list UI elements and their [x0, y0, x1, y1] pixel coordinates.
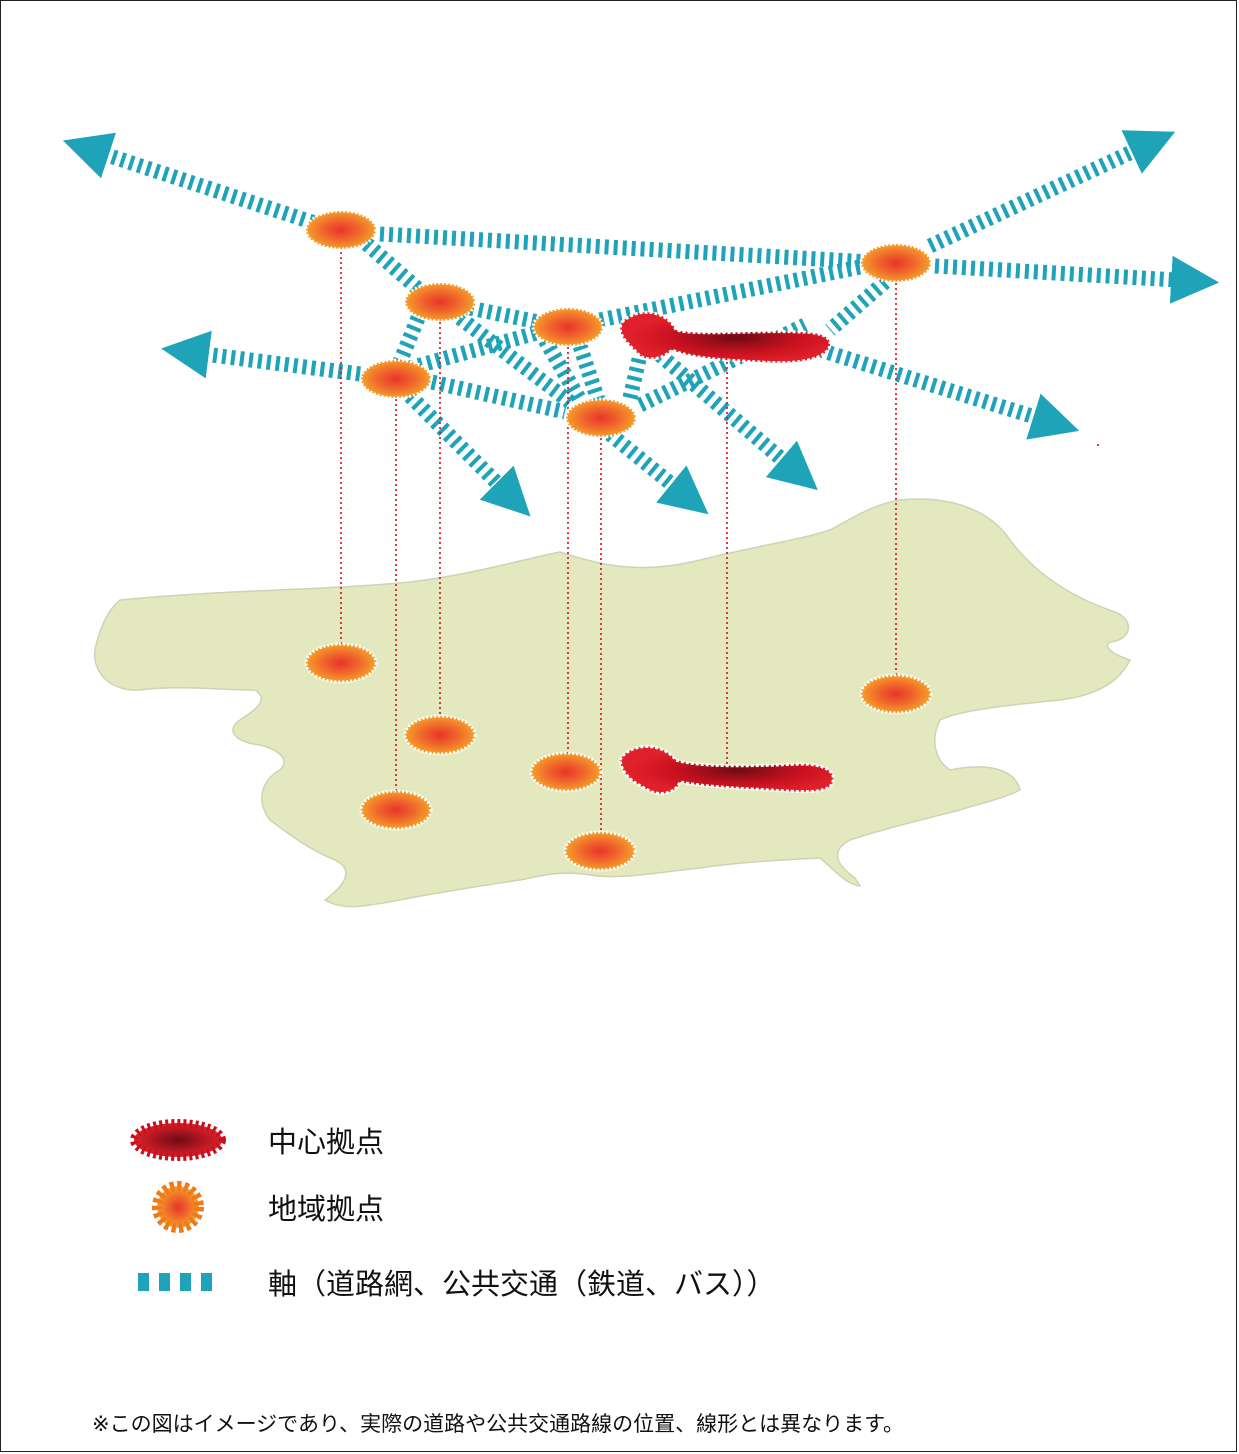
regional-hubs-map: [304, 642, 933, 872]
legend-central-hub-label: 中心拠点: [268, 1125, 385, 1159]
axis-line: [468, 300, 540, 330]
axis-line: [636, 318, 809, 412]
axis-line: [655, 349, 818, 491]
axis-network: [62, 130, 1220, 517]
legend-regional-hub: 地域拠点: [128, 1177, 384, 1237]
axis-line: [598, 258, 867, 328]
regional-hub: [859, 242, 933, 284]
axis-line: [393, 315, 425, 365]
legend-regional-hub-label: 地域拠点: [268, 1192, 385, 1226]
regional-hub: [359, 358, 433, 400]
axis-line: [934, 255, 1220, 304]
axis-line: [817, 342, 1080, 440]
map-landmass: [94, 498, 1132, 908]
regional-hub: [859, 673, 933, 715]
regional-hub: [304, 209, 378, 251]
axis-line: [605, 428, 709, 515]
regional-hub: [564, 397, 638, 439]
central-hub-lower: [618, 745, 835, 796]
regional-hubs-upper: [304, 209, 933, 439]
disclaimer-note: ※この図はイメージであり、実際の道路や公共交通路線の位置、線形とは異なります。: [92, 1412, 905, 1436]
axis-icon: [128, 1252, 238, 1312]
axis-line: [355, 232, 430, 301]
regional-hub: [403, 714, 477, 756]
axis-line: [379, 226, 871, 270]
axis-line: [538, 336, 587, 404]
regional-hub-icon: [128, 1177, 238, 1237]
axis-line: [62, 132, 333, 236]
regional-hub: [359, 789, 433, 831]
axis-line: [926, 130, 1176, 253]
legend-central-hub: 中心拠点: [128, 1110, 384, 1170]
axis-line: [622, 353, 648, 400]
axis-line: [825, 276, 890, 336]
axis-line: [161, 330, 361, 382]
regional-hub: [563, 830, 637, 872]
regional-hub: [304, 642, 378, 684]
regional-hub: [403, 281, 477, 323]
central-hub-icon: [128, 1110, 238, 1170]
legend-axis: 軸（道路網、公共交通（鉄道、バス））: [128, 1252, 776, 1312]
axis-line: [404, 390, 531, 517]
regional-hub: [531, 306, 605, 348]
axis-line: [572, 343, 606, 403]
legend-axis-label: 軸（道路網、公共交通（鉄道、バス））: [268, 1267, 776, 1301]
central-hub-upper: [618, 310, 832, 365]
regional-hub: [529, 751, 603, 793]
hub-connectors: [340, 232, 1099, 851]
